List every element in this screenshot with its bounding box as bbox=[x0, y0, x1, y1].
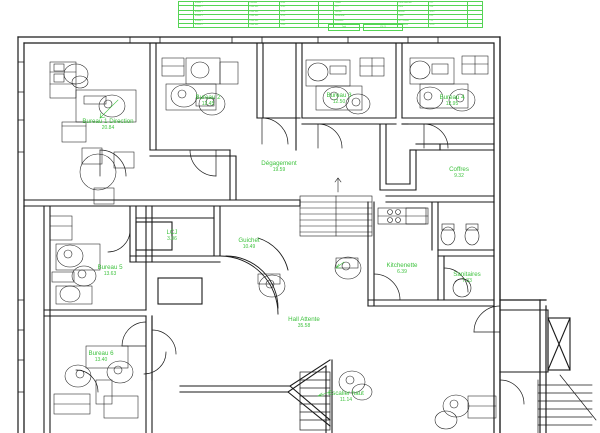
schedule-cell: 35.58 bbox=[427, 22, 469, 29]
schedule-footer-cell: Total bbox=[328, 24, 360, 31]
escalier-haut bbox=[299, 371, 331, 431]
furniture-guichet bbox=[257, 256, 373, 401]
furniture-bureau2 bbox=[161, 57, 239, 116]
furniture-bureau1 bbox=[49, 61, 137, 205]
kitchenette-sanitaires-walls bbox=[367, 201, 495, 307]
furniture-bureau6 bbox=[53, 345, 139, 419]
sanitaire-fixtures bbox=[440, 223, 480, 298]
window-openings-top bbox=[129, 36, 439, 44]
schedule-cell: 13.40 bbox=[278, 22, 319, 29]
interior-walls-top bbox=[149, 42, 495, 157]
right-service-shaft bbox=[499, 309, 571, 373]
bureau5-6-walls bbox=[23, 205, 153, 433]
label-leaders bbox=[99, 99, 345, 397]
staircase-degagement bbox=[299, 195, 373, 237]
right-staircase bbox=[537, 374, 597, 433]
schedule-footer-cell: 178.72 bbox=[363, 24, 403, 31]
furniture-bureau3 bbox=[305, 57, 385, 115]
schedule-cell bbox=[467, 22, 483, 29]
hall-attente-walls bbox=[151, 277, 333, 433]
furniture-bureau4 bbox=[409, 55, 489, 112]
window-openings-left bbox=[17, 61, 25, 393]
furniture-bureau5 bbox=[49, 215, 101, 305]
guichet-counter bbox=[219, 237, 289, 315]
stair-direction-arrow bbox=[334, 177, 342, 193]
door-swings bbox=[75, 117, 525, 405]
kitchenette-fixtures bbox=[377, 207, 429, 225]
lcj-guichet-walls bbox=[129, 205, 221, 263]
furniture-bottom-right bbox=[434, 394, 497, 430]
degagement-walls bbox=[23, 117, 495, 207]
schedule-cell bbox=[178, 22, 194, 29]
schedule-cell bbox=[317, 22, 334, 29]
exterior-walls bbox=[17, 36, 547, 433]
